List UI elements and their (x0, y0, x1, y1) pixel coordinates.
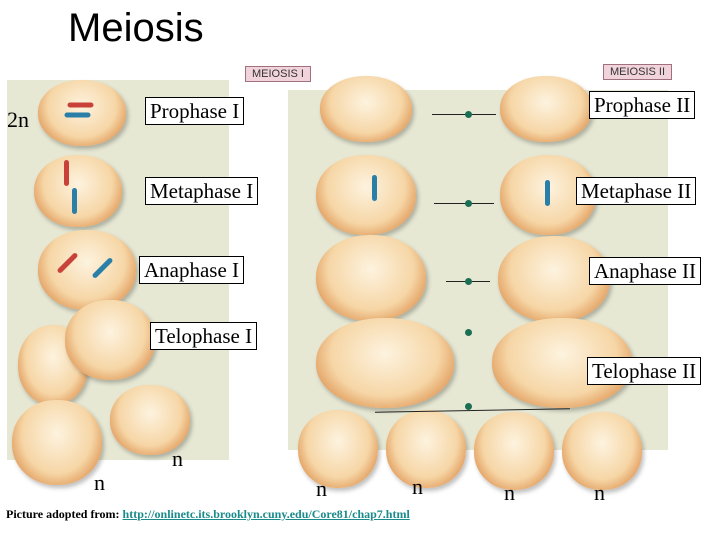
label-prophase2: Prophase II (589, 91, 696, 119)
label-telophase2: Telophase II (587, 357, 702, 385)
source-caption: Picture adopted from: http://onlinetc.it… (6, 507, 410, 522)
cell-gamete4 (562, 412, 642, 490)
source-link[interactable]: http://onlinetc.its.brooklyn.cuny.edu/Co… (122, 507, 410, 521)
chromosome-blue (64, 112, 91, 118)
cell-daughter1 (12, 400, 102, 485)
chromosome-blue (72, 188, 77, 214)
meiosis1-tag: MEIOSIS I (245, 66, 311, 82)
label-prophase1: Prophase I (145, 97, 245, 125)
label-anaphase1: Anaphase I (139, 256, 245, 284)
connector-line (432, 114, 496, 115)
cell-prophase2-a (320, 76, 412, 142)
chromosome-red (67, 102, 94, 108)
connector-dot (465, 200, 472, 207)
chromosome-blue (372, 175, 377, 201)
cell-telophase2-a (316, 318, 454, 408)
label-metaphase1: Metaphase I (145, 177, 259, 205)
cell-gamete1 (298, 410, 378, 488)
caption-prefix: Picture adopted from: (6, 507, 123, 521)
haploid-label: n (412, 474, 423, 499)
cell-gamete3 (474, 412, 554, 490)
cell-metaphase2-a (316, 155, 416, 235)
connector-dot (465, 403, 472, 410)
cell-gamete2 (386, 410, 466, 488)
ploidy-2n-label: 2n (7, 107, 29, 132)
cell-daughter2 (110, 385, 190, 455)
haploid-label: n (594, 480, 605, 505)
haploid-label: n (172, 446, 183, 471)
cell-anaphase1 (38, 230, 136, 310)
chromosome-blue (545, 180, 550, 206)
connector-line (434, 203, 494, 204)
haploid-label: n (504, 480, 515, 505)
chromosome-red (64, 160, 69, 186)
cell-telophase1-b (65, 300, 155, 380)
haploid-label: n (94, 470, 105, 495)
connector-dot (465, 111, 472, 118)
haploid-label: n (316, 476, 327, 501)
cell-metaphase1 (34, 155, 122, 227)
connector-dot (465, 329, 472, 336)
label-metaphase2: Metaphase II (576, 177, 697, 205)
page-title: Meiosis (68, 6, 204, 50)
label-anaphase2: Anaphase II (589, 257, 702, 285)
cell-anaphase2-a (316, 235, 426, 321)
meiosis2-tag: MEIOSIS II (603, 64, 673, 80)
cell-prophase2-b (500, 76, 592, 142)
connector-dot (465, 278, 472, 285)
label-telophase1: Telophase I (150, 322, 258, 350)
